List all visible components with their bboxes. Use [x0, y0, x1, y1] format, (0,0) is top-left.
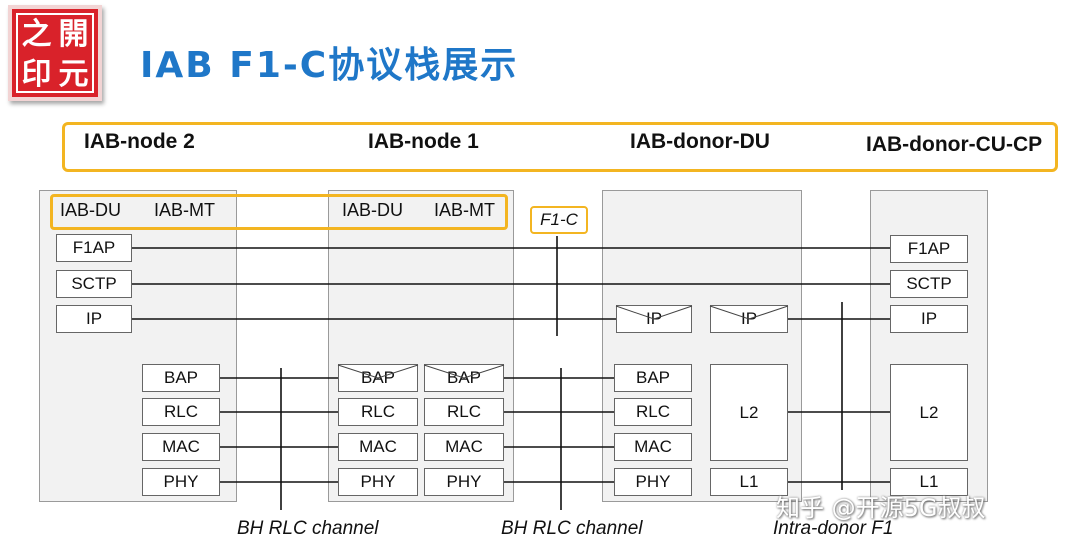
node1-mac-a: MAC	[338, 433, 418, 461]
header-iab-donor-du: IAB-donor-DU	[630, 130, 770, 153]
f1c-label: F1-C	[530, 206, 588, 234]
node2-ip: IP	[56, 305, 132, 333]
donor-du-rlc: RLC	[614, 398, 692, 426]
node2-f1ap: F1AP	[56, 234, 132, 262]
donor-du-l2: L2	[710, 364, 788, 461]
donor-du-phy: PHY	[614, 468, 692, 496]
node1-bap-b-indicator	[423, 364, 505, 379]
watermark: 知乎 @开源5G叔叔	[776, 494, 986, 522]
node2-mac: MAC	[142, 433, 220, 461]
logo-grid: 之 開 印 元	[16, 13, 94, 93]
header-iab-node-2: IAB-node 2	[84, 130, 195, 153]
node2-phy: PHY	[142, 468, 220, 496]
node1-phy-b: PHY	[424, 468, 504, 496]
logo-char: 元	[58, 57, 89, 92]
donor-du-ip-a: IP	[616, 305, 692, 333]
node1-rlc-b: RLC	[424, 398, 504, 426]
node2-mt-label: IAB-MT	[154, 200, 215, 220]
logo-char: 之	[21, 17, 52, 52]
logo: 之 開 印 元	[8, 5, 102, 101]
page-title: IAB F1-C协议栈展示	[140, 45, 519, 86]
logo-char: 開	[58, 17, 89, 52]
node2-bap: BAP	[142, 364, 220, 392]
node1-du-label: IAB-DU	[342, 200, 404, 220]
header-iab-node-1: IAB-node 1	[368, 130, 479, 153]
node1-mac-b: MAC	[424, 433, 504, 461]
node1-bap-a-indicator	[337, 364, 419, 379]
donor-cu-f1ap: F1AP	[890, 235, 968, 263]
header-frame	[62, 122, 1058, 172]
donor-cu-ip: IP	[890, 305, 968, 333]
node1-rlc-a: RLC	[338, 398, 418, 426]
du-mt-highlight-frame	[50, 194, 508, 230]
node2-rlc: RLC	[142, 398, 220, 426]
node1-mt-label: IAB-MT	[434, 200, 495, 220]
logo-char: 印	[21, 57, 52, 92]
donor-du-bap: BAP	[614, 364, 692, 392]
caption-bh-rlc-channel-2: BH RLC channel	[501, 518, 643, 539]
donor-cu-sctp: SCTP	[890, 270, 968, 298]
node2-sctp: SCTP	[56, 270, 132, 298]
node1-phy-a: PHY	[338, 468, 418, 496]
node1-bap-b: BAP	[424, 364, 504, 392]
donor-cu-l1: L1	[890, 468, 968, 496]
donor-cu-l2: L2	[890, 364, 968, 461]
caption-bh-rlc-channel-1: BH RLC channel	[237, 518, 379, 539]
donor-du-ip-b-indicator	[709, 305, 789, 320]
donor-du-mac: MAC	[614, 433, 692, 461]
donor-du-l1: L1	[710, 468, 788, 496]
caption-intra-donor-f1: Intra-donor F1	[773, 518, 894, 539]
donor-du-ip-a-indicator	[615, 305, 693, 320]
node2-du-label: IAB-DU	[60, 200, 122, 220]
header-iab-donor-cu-cp: IAB-donor-CU-CP	[866, 133, 1043, 156]
